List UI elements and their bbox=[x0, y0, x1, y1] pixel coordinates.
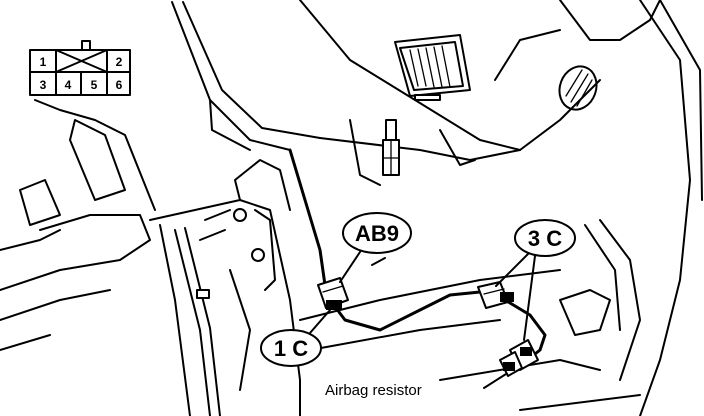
callout-3c: 3 C bbox=[495, 219, 576, 341]
airbag-resistor bbox=[499, 339, 539, 377]
caption-text: Airbag resistor bbox=[325, 382, 422, 399]
hanging-connector bbox=[382, 119, 400, 176]
pin-label-2: 2 bbox=[116, 55, 123, 69]
pin-label-3: 3 bbox=[40, 78, 47, 92]
callout-1c: 1 C bbox=[260, 309, 331, 367]
air-vent bbox=[394, 34, 471, 101]
callout-3c-label: 3 C bbox=[528, 226, 562, 251]
callout-ab9-label: AB9 bbox=[355, 221, 399, 246]
pin-label-6: 6 bbox=[116, 78, 123, 92]
round-vent bbox=[558, 65, 598, 111]
pin-label-4: 4 bbox=[65, 78, 72, 92]
connector-pin-grid: 1 2 3 4 5 6 bbox=[29, 40, 131, 96]
callout-ab9: AB9 bbox=[339, 212, 412, 283]
pin-label-1: 1 bbox=[40, 55, 47, 69]
connector-ab9 bbox=[317, 277, 349, 310]
airbag-resistor-caption: Airbag resistor bbox=[325, 373, 507, 399]
wiring-harness bbox=[288, 148, 547, 360]
callout-1c-label: 1 C bbox=[274, 336, 308, 361]
pin-label-5: 5 bbox=[91, 78, 98, 92]
connector-3c bbox=[477, 281, 514, 309]
